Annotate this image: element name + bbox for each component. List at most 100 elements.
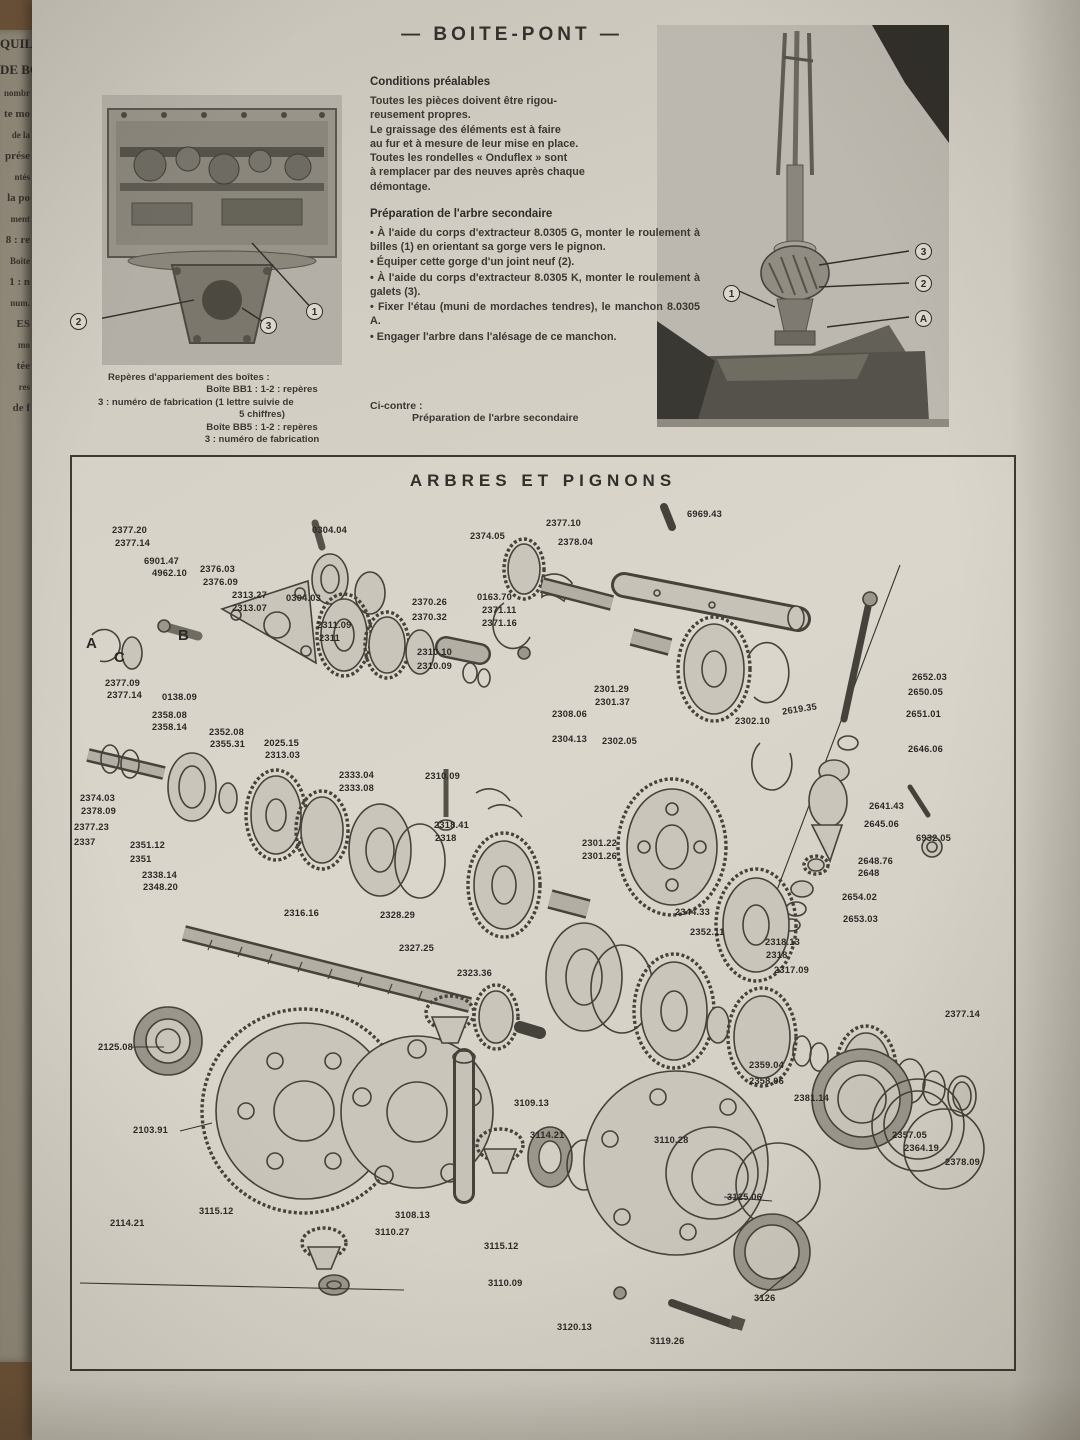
part-number-label: 2381.14 xyxy=(794,1093,830,1103)
part-number-label: 2338.14 xyxy=(142,870,178,880)
part-number-label: 2025.15 xyxy=(264,738,300,748)
part-number-label: 2654.02 xyxy=(842,892,878,902)
part-number-label: 2348.20 xyxy=(143,882,179,892)
part-number-label: 2351.12 xyxy=(130,840,166,850)
part-number-label: 2316.16 xyxy=(284,908,320,918)
part-number-label: 2371.11 xyxy=(482,605,517,615)
part-number-label: 6901.47 xyxy=(144,556,180,566)
instructions-column: Conditions préalables Toutes les pièces … xyxy=(370,76,700,345)
part-number-label: 2337 xyxy=(74,837,96,847)
part-number-label: 2103.91 xyxy=(133,1125,169,1135)
photo-callout-number: A xyxy=(915,310,932,327)
ci-contre-label: Ci-contre : xyxy=(370,400,423,412)
left-photo-caption: Repères d'appariement des boîtes :Boîte … xyxy=(94,372,430,447)
part-number-label: 2310.10 xyxy=(417,647,453,657)
sliver-text-fragment: ntés xyxy=(14,172,31,182)
part-number-label: 2304.13 xyxy=(552,734,588,744)
part-number-label: 2355.31 xyxy=(210,739,246,749)
part-number-label: 2358.08 xyxy=(152,710,188,720)
part-number-label: 2377.20 xyxy=(112,525,148,535)
part-number-label: 2370.32 xyxy=(412,612,448,622)
photo-callout-number: 3 xyxy=(915,243,932,260)
part-number-label: 2646.06 xyxy=(908,744,944,754)
body-text-line: reusement propres. xyxy=(370,109,471,122)
part-number-label: 2374.03 xyxy=(80,793,116,803)
part-number-label: 3109.13 xyxy=(514,1098,550,1108)
part-number-label: 2364.19 xyxy=(904,1143,940,1153)
part-number-label: 2308.06 xyxy=(552,709,588,719)
preparation-bullets: • À l'aide du corps d'extracteur 8.0305 … xyxy=(370,226,700,344)
part-number-label: 2357.05 xyxy=(892,1130,928,1140)
sliver-text-fragment: ES xyxy=(16,318,30,330)
part-number-label: 2125.08 xyxy=(98,1042,134,1052)
part-number-label: 3110.27 xyxy=(375,1227,410,1237)
part-number-label: 2645.06 xyxy=(864,819,900,829)
preparation-block: Préparation de l'arbre secondaire • À l'… xyxy=(370,208,700,344)
part-number-label: 2333.04 xyxy=(339,770,375,780)
bullet-line: • À l'aide du corps d'extracteur 8.0305 … xyxy=(370,226,700,253)
part-number-label: 3110.09 xyxy=(488,1278,523,1288)
sliver-text-fragment: tée xyxy=(16,360,30,372)
part-number-label: 2377.14 xyxy=(115,538,151,548)
part-number-label: 2301.26 xyxy=(582,851,618,861)
part-number-label: 3108.13 xyxy=(395,1210,431,1220)
part-number-label: 6969.43 xyxy=(687,509,723,519)
part-number-label: 2650.05 xyxy=(908,687,944,697)
part-number-label: 4962.10 xyxy=(152,568,188,578)
body-text-line: à remplacer par des neuves après chaque xyxy=(370,166,585,179)
part-number-label: 2313.03 xyxy=(265,750,301,760)
part-number-label: 3114.21 xyxy=(530,1130,565,1140)
part-number-label: 2652.03 xyxy=(912,672,948,682)
part-number-label: 2310.09 xyxy=(425,771,461,781)
part-number-label: C xyxy=(114,649,125,666)
part-number-label: 2311.09 xyxy=(317,620,352,630)
sliver-text-fragment: 8 : re xyxy=(5,234,30,246)
ci-contre-text: Préparation de l'arbre secondaire xyxy=(412,412,579,424)
part-number-label: 3126 xyxy=(754,1293,776,1303)
part-number-label: 0304.03 xyxy=(286,593,322,603)
photo-callout-number: 1 xyxy=(723,285,740,302)
sliver-text-fragment: ment xyxy=(10,214,31,224)
body-text-line: Toutes les rondelles « Onduflex » sont xyxy=(370,152,568,164)
sliver-text-fragment: Boîte xyxy=(10,256,30,266)
sliver-text-fragment: prése xyxy=(4,150,30,162)
shaft-photo-illustration xyxy=(657,25,949,427)
part-number-label: 2648.76 xyxy=(858,856,894,866)
part-number-label: 2302.10 xyxy=(735,716,771,726)
body-text-line: au fur et à mesure de leur mise en place… xyxy=(370,137,579,150)
photo-callout-number: 1 xyxy=(306,303,323,320)
exploded-parts-diagram: ARBRES ET PIGNONS xyxy=(70,455,1016,1371)
part-number-label: 2376.03 xyxy=(200,564,236,574)
part-number-label: 2641.43 xyxy=(869,801,905,811)
part-number-label: 3115.12 xyxy=(199,1206,234,1216)
part-number-label: B xyxy=(178,627,189,644)
photo-callout-number: 2 xyxy=(70,313,87,330)
part-number-label: 2377.23 xyxy=(74,822,110,832)
part-number-label: 2619.35 xyxy=(781,701,818,717)
part-number-label: 3110.28 xyxy=(654,1135,689,1145)
part-number-label: 2352.08 xyxy=(209,727,245,737)
body-text-line: Toutes les pièces doivent être rigou- xyxy=(370,95,557,107)
part-number-label: 2301.29 xyxy=(594,684,630,694)
part-number-label: 2651.01 xyxy=(906,709,942,719)
part-number-label: 2378.04 xyxy=(558,537,594,547)
part-number-label: 2344.33 xyxy=(675,907,711,917)
part-number-label: 2371.16 xyxy=(482,618,518,628)
part-number-label: 2301.22 xyxy=(582,838,618,848)
part-number-label: 6932.05 xyxy=(916,833,952,843)
part-number-label: 2377.09 xyxy=(105,678,141,688)
bullet-line: • Fixer l'étau (muni de mordaches tendre… xyxy=(370,301,700,328)
part-number-label: 3115.12 xyxy=(484,1241,519,1251)
sliver-text-fragment: de la xyxy=(11,130,30,140)
part-number-label: 2313.07 xyxy=(232,603,268,613)
part-number-label: 0138.09 xyxy=(162,692,198,702)
sliver-text-fragment: te mo xyxy=(4,108,30,120)
caption-line: Boîte BB1 : 1-2 : repères xyxy=(206,384,318,396)
part-number-label: 2318 xyxy=(766,950,788,960)
bullet-line: • Équiper cette gorge d'un joint neuf (2… xyxy=(370,256,575,269)
sliver-text-fragment: res xyxy=(18,382,30,392)
caption-line: Repères d'appariement des boîtes : xyxy=(108,372,270,383)
